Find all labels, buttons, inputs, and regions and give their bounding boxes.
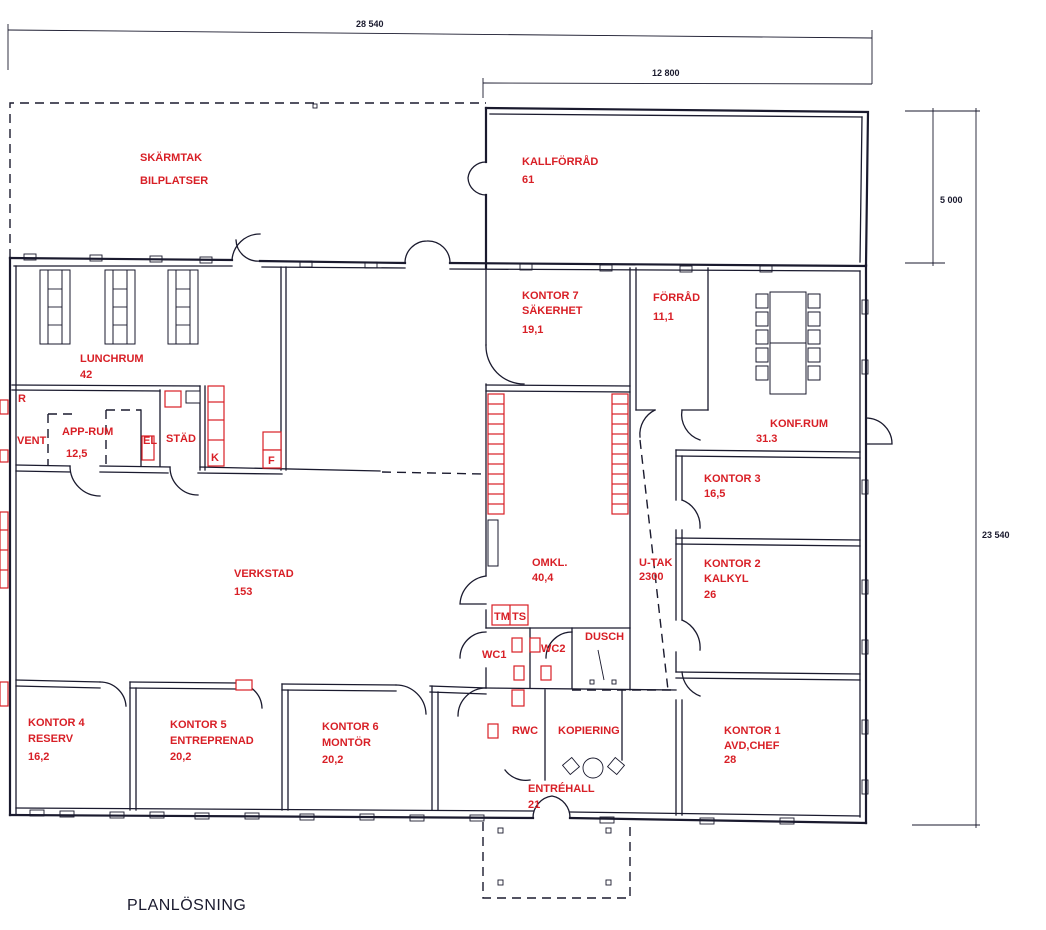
label-rwc: RWC	[512, 725, 538, 737]
label-kopiering: KOPIERING	[558, 725, 620, 737]
label-verkstad-area: 153	[234, 586, 252, 598]
label-bilplatser: BILPLATSER	[140, 175, 208, 187]
label-el: EL	[143, 435, 157, 447]
plan-title: PLANLÖSNING	[127, 896, 246, 914]
label-montor: MONTÖR	[322, 736, 371, 749]
label-wc1: WC1	[482, 649, 506, 661]
dim-overall-depth: 23 540	[982, 530, 1010, 540]
label-kontor2: KONTOR 2	[704, 558, 761, 570]
label-verkstad: VERKSTAD	[234, 568, 294, 580]
label-kontor6-area: 20,2	[322, 754, 343, 766]
label-approm-area: 12,5	[66, 448, 87, 460]
label-ts: TS	[512, 611, 526, 623]
label-forrad: FÖRRÅD	[653, 291, 700, 304]
label-forrad-area: 11,1	[653, 311, 674, 323]
dim-mask-wing	[640, 66, 692, 80]
label-entrehall: ENTRÉHALL	[528, 782, 595, 795]
label-sakerhet: SÄKERHET	[522, 304, 583, 317]
label-reserv: RESERV	[28, 733, 74, 745]
label-kontor3-area: 16,5	[704, 488, 725, 500]
left-wall-radiators	[0, 399, 9, 707]
label-kallforrad: KALLFÖRRÅD	[522, 155, 598, 168]
lockers-right	[611, 393, 629, 515]
label-kontor7: KONTOR 7	[522, 290, 579, 302]
room-labels: SKÄRMTAK BILPLATSER KALLFÖRRÅD 61 KONTOR…	[17, 151, 828, 811]
label-entrehall-area: 21	[528, 799, 540, 811]
label-kallforrad-area: 61	[522, 174, 534, 186]
label-kontor3: KONTOR 3	[704, 473, 761, 485]
label-kontor7-area: 19,1	[522, 324, 543, 336]
label-vent: VENT	[17, 435, 47, 447]
lunch-tables	[39, 269, 199, 345]
label-kontor2-area: 26	[704, 589, 716, 601]
dim-overall-width: 28 540	[356, 19, 384, 29]
label-k: K	[211, 452, 219, 464]
label-konfrum-area: 31.3	[756, 433, 777, 445]
kitchen-fixtures	[141, 385, 282, 691]
label-entreprenad: ENTREPRENAD	[170, 735, 254, 747]
dimension-lines	[7, 24, 980, 828]
label-kontor6: KONTOR 6	[322, 721, 379, 733]
dim-mask-right	[980, 528, 1024, 542]
label-f: F	[268, 455, 275, 467]
wc-fixtures	[487, 519, 617, 739]
label-utak: U-TAK	[639, 557, 672, 569]
entrance-seating	[561, 756, 626, 779]
dim-wing-depth: 5 000	[940, 195, 963, 205]
label-wc2: WC2	[541, 643, 565, 655]
door-swings	[69, 161, 893, 819]
wall-posts	[23, 253, 869, 825]
label-skarmtak: SKÄRMTAK	[140, 151, 202, 164]
lockers-left	[487, 393, 505, 515]
label-tm: TM	[494, 611, 510, 623]
label-kontor5-area: 20,2	[170, 751, 191, 763]
label-lunchrum: LUNCHRUM	[80, 353, 144, 365]
label-konfrum: KONF.RUM	[770, 418, 828, 430]
label-approm: APP-RUM	[62, 426, 113, 438]
dim-wing-width: 12 800	[652, 68, 680, 78]
label-lunchrum-area: 42	[80, 369, 92, 381]
conference-table	[755, 291, 821, 395]
entrance-canopy	[482, 822, 631, 899]
label-kontor1: KONTOR 1	[724, 725, 781, 737]
label-stad: STÄD	[166, 432, 196, 445]
carport-roof-outline	[9, 102, 486, 258]
label-kontor4: KONTOR 4	[28, 717, 86, 729]
label-kalkyl: KALKYL	[704, 573, 749, 585]
outer-walls	[8, 106, 870, 825]
label-r: R	[18, 393, 26, 405]
label-kontor4-area: 16,2	[28, 751, 49, 763]
label-kontor5: KONTOR 5	[170, 719, 227, 731]
dim-mask-top	[340, 16, 392, 30]
label-avdchef: AVD,CHEF	[724, 740, 780, 752]
label-utak-height: 2300	[639, 571, 663, 583]
label-kontor1-area: 28	[724, 754, 736, 766]
interior-walls	[11, 266, 861, 816]
label-dusch: DUSCH	[585, 631, 624, 643]
label-omkl: OMKL.	[532, 557, 567, 569]
label-omkl-area: 40,4	[532, 572, 554, 584]
